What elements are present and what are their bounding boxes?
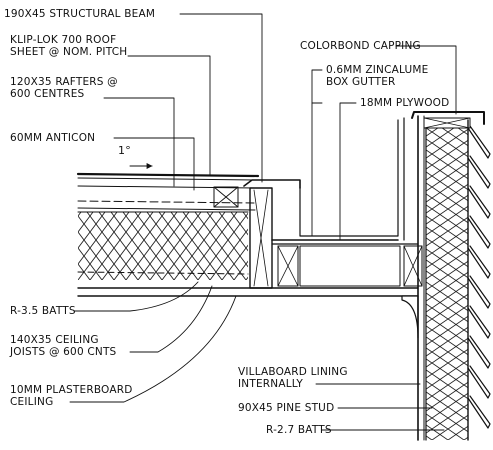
label-wall-batts: R-2.7 BATTS	[266, 424, 332, 436]
label-villaboard: VILLABOARD LINING INTERNALLY	[238, 366, 348, 390]
plywood-sheet	[271, 117, 419, 245]
label-plywood: 18mm PLYWOOD	[360, 97, 450, 109]
anticon-blanket	[77, 185, 256, 211]
gutter-bearer	[277, 245, 423, 287]
ceiling-joist	[77, 271, 249, 275]
label-pine-stud: 90x45 PINE STUD	[238, 402, 335, 414]
box-gutter	[271, 119, 399, 241]
leader-lines	[69, 13, 457, 431]
label-pitch: 1°	[118, 144, 131, 157]
plasterboard-ceiling	[77, 287, 419, 297]
weatherboards	[467, 125, 491, 429]
rafter-packer	[213, 186, 239, 208]
label-rafters: 120x35 RAFTERS @ 600 CENTRES	[10, 76, 118, 100]
label-colorbond-capping: COLORBOND CAPPING	[300, 40, 421, 52]
external-wall	[417, 115, 471, 441]
label-roof-sheet: KLIP-LOK 700 ROOF SHEET @ NOM. PITCH	[10, 34, 128, 58]
ceiling-batts	[78, 212, 248, 280]
wall-batts	[426, 128, 468, 440]
cornice	[401, 295, 419, 339]
label-plasterboard: 10mm PLASTERBOARD CEILING	[10, 384, 133, 408]
roof-sheet	[76, 172, 260, 181]
colorbond-capping	[411, 111, 485, 125]
label-ceiling-batts: R-3.5 BATTS	[10, 305, 76, 317]
structural-beam	[243, 179, 301, 289]
label-box-gutter: 0.6mm ZINCALUME BOX GUTTER	[326, 64, 429, 88]
label-ceiling-joists: 140x35 CEILING JOISTS @ 600 CNTS	[10, 334, 117, 358]
label-anticon: 60mm ANTICON	[10, 132, 96, 144]
label-structural-beam: 190x45 STRUCTURAL BEAM	[4, 8, 156, 20]
